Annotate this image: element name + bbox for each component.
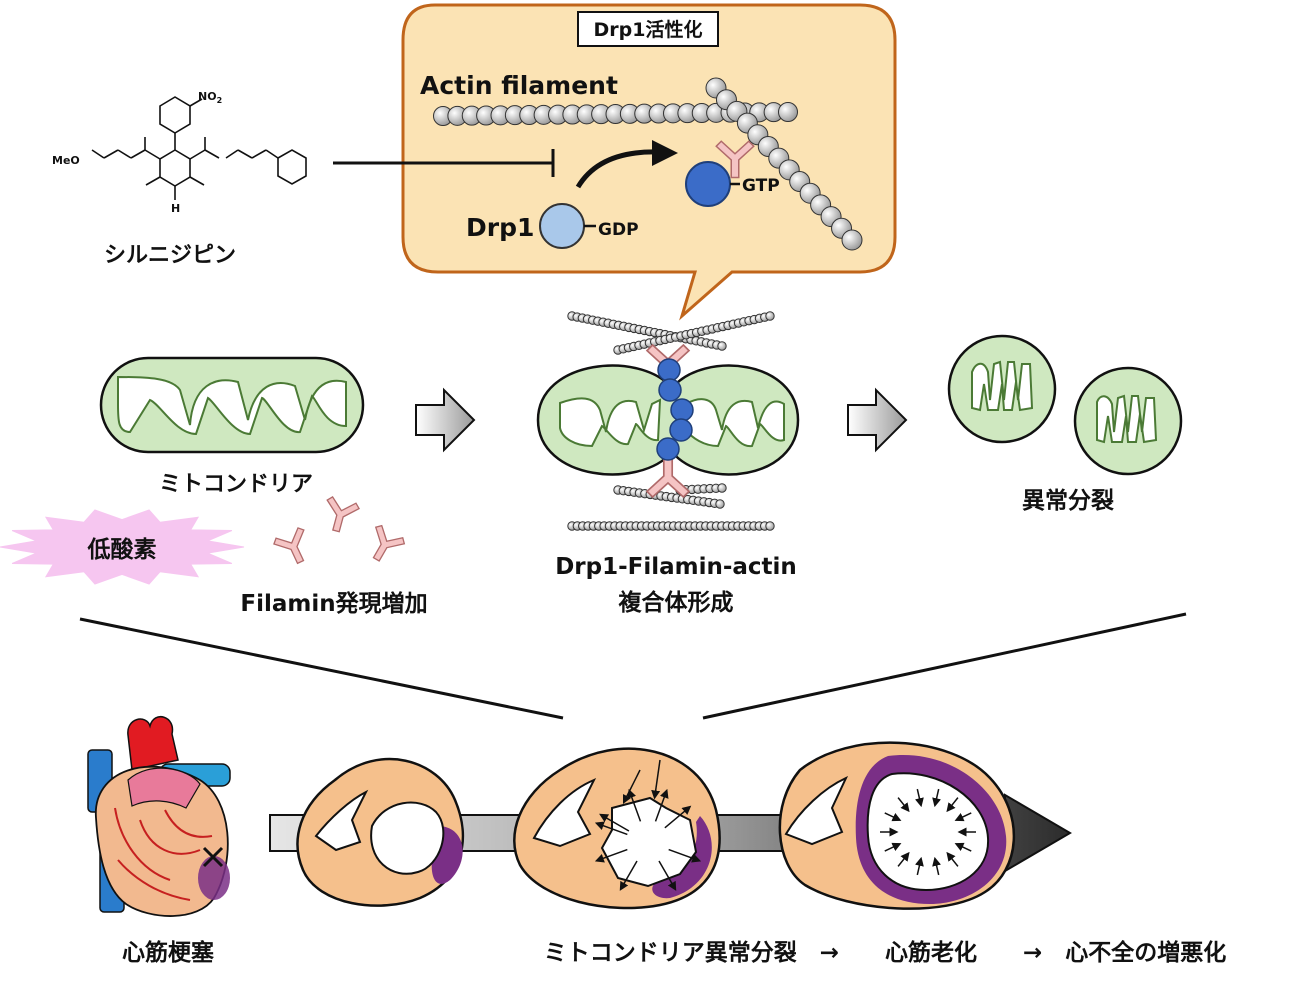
- heart-section-early: [296, 757, 465, 907]
- drp1-activation-label-box: [577, 11, 719, 47]
- small-arrow: [954, 812, 972, 822]
- actin-bead: [715, 499, 725, 509]
- gtp-label: GTP: [742, 176, 780, 196]
- hypoxia-label: 低酸素: [87, 536, 157, 563]
- process-arrow-2: [847, 387, 908, 453]
- hypoxia-burst: 低酸素: [0, 509, 245, 585]
- small-arrow: [915, 788, 924, 808]
- activation-arrow: [575, 149, 661, 189]
- complex-label-line1: Drp1-Filamin-actin: [555, 554, 797, 580]
- actin-filament-main: [433, 102, 798, 126]
- actin-filament-label: Actin filament: [420, 71, 618, 100]
- small-arrow: [599, 813, 630, 832]
- actin-bead: [765, 521, 775, 531]
- small-arrow: [915, 856, 924, 876]
- callout-bubble: [401, 3, 897, 321]
- drp1-gdp-icon: [539, 203, 585, 249]
- small-arrow: [897, 797, 910, 813]
- small-arrow: [946, 851, 959, 867]
- activation-arrowhead: [652, 140, 678, 166]
- zoom-line-left: [79, 617, 564, 720]
- complex-actin-strands: [567, 311, 775, 531]
- small-arrow: [594, 848, 628, 863]
- drp1-gtp-icon: [685, 161, 731, 207]
- process-arrow-1: [415, 387, 476, 453]
- inward-arrows: [880, 788, 976, 876]
- actin-bead: [778, 102, 798, 122]
- mitochondrion-fragment-2: [1073, 366, 1183, 476]
- heart-icon: [87, 716, 231, 917]
- small-arrow: [897, 851, 910, 867]
- drp1-activation-callout: Drp1活性化 Actin filament GTP Drp1 GDP: [401, 3, 897, 321]
- drp1-label: Drp1: [466, 213, 534, 242]
- drp1-activation-label: Drp1活性化: [594, 18, 703, 41]
- abnormal-fission-label: 異常分裂: [1022, 488, 1114, 514]
- heart-section-remodeling: [513, 747, 721, 910]
- filamin-increase-label: Filamin発現増加: [240, 590, 427, 617]
- zoom-line-right: [702, 612, 1187, 720]
- cilnidipine-label: シルニジピン: [104, 243, 236, 268]
- small-arrow: [622, 769, 641, 805]
- small-arrow: [668, 848, 702, 863]
- drp1-filamin-actin-complex: [536, 311, 800, 531]
- small-arrow: [884, 812, 902, 822]
- nh-label: H: [171, 202, 180, 215]
- cilnidipine-structure: [91, 96, 307, 200]
- small-arrow: [627, 788, 642, 822]
- inhibition-symbol: [333, 149, 555, 177]
- no2-label: NO2: [198, 90, 222, 105]
- complex-label-line2: 複合体形成: [619, 589, 734, 616]
- small-arrow: [932, 788, 941, 808]
- small-arrow: [664, 805, 692, 829]
- heart-section-failure: [778, 741, 1016, 910]
- filamin-molecules: [271, 495, 408, 570]
- mitochondria-label: ミトコンドリア: [159, 472, 313, 497]
- mitochondrion-normal: [99, 356, 365, 454]
- actin-bead: [841, 229, 863, 251]
- small-arrow: [651, 759, 661, 800]
- small-arrow: [594, 821, 628, 836]
- small-arrow: [654, 788, 669, 822]
- actin-bead: [717, 483, 727, 493]
- actin-bead: [765, 311, 775, 321]
- mitochondrion-fragment-1: [947, 334, 1057, 444]
- stress-arrows: [594, 759, 702, 891]
- actin-filament-branch: [705, 77, 863, 251]
- small-arrow: [932, 856, 941, 876]
- small-arrow: [658, 860, 677, 891]
- progression-label: ミトコンドリア異常分裂 → 心筋老化 → 心不全の増悪化: [544, 939, 1227, 966]
- myocardial-infarction-label: 心筋梗塞: [122, 939, 214, 966]
- small-arrow: [954, 842, 972, 852]
- gdp-label: GDP: [598, 220, 639, 240]
- actin-bead: [717, 341, 727, 351]
- small-arrow: [946, 797, 959, 813]
- small-arrow: [884, 842, 902, 852]
- meo-label: MeO: [52, 154, 80, 167]
- small-arrow: [619, 860, 638, 891]
